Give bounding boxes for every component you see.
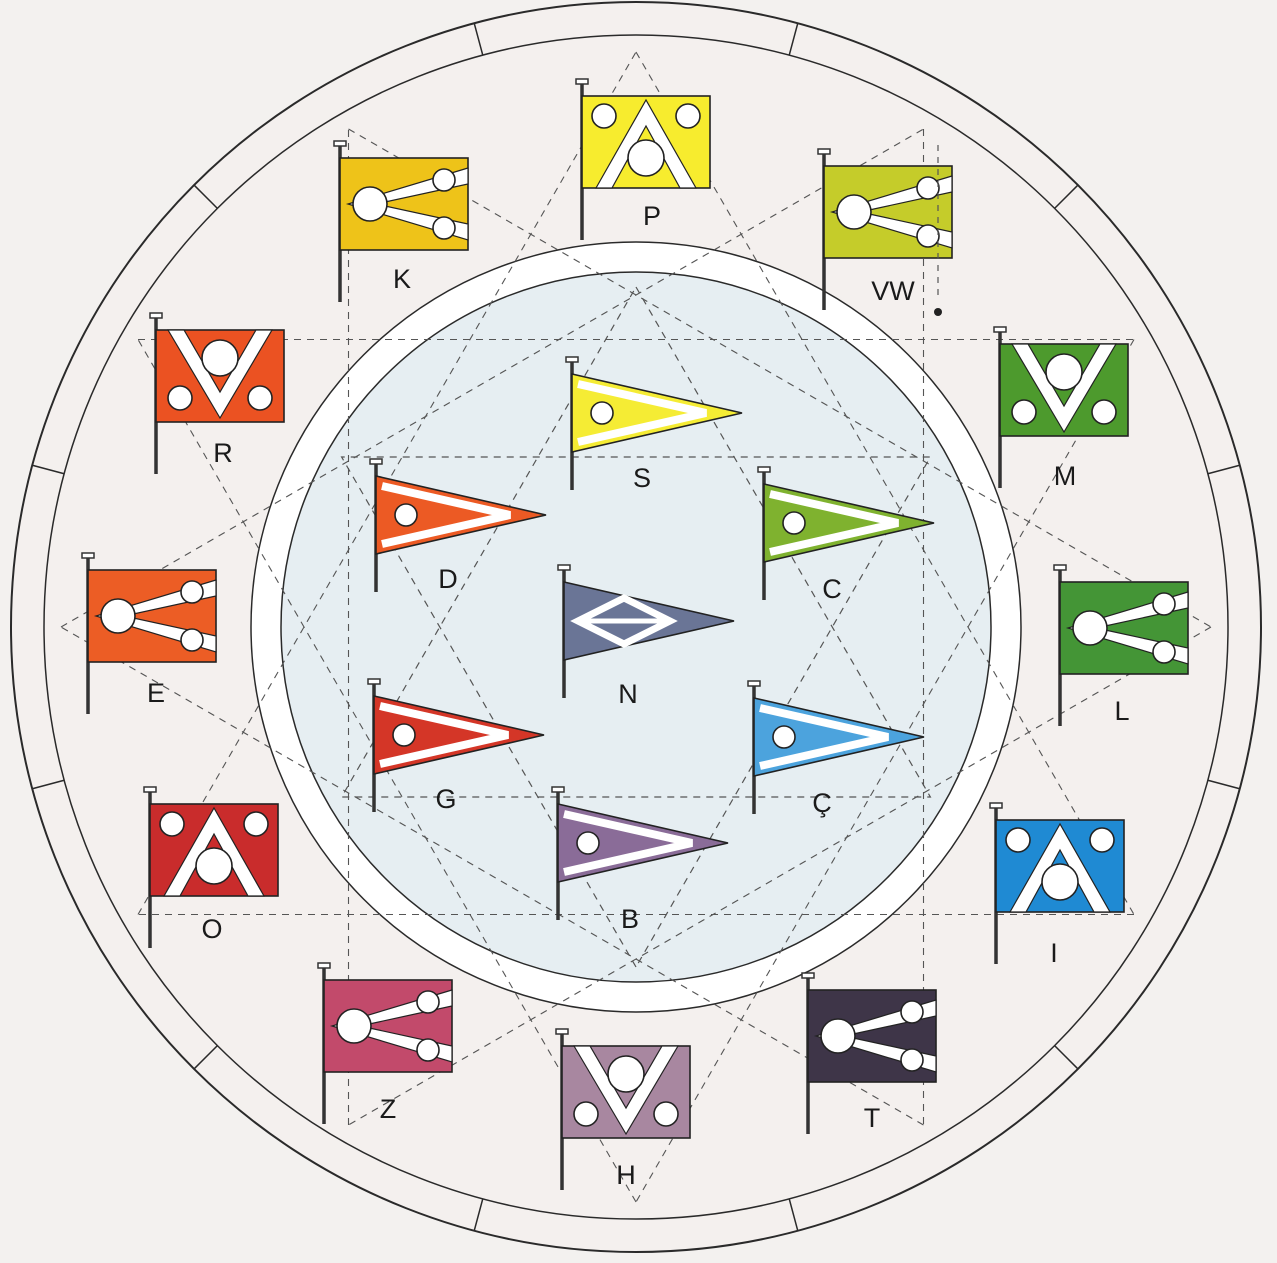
flag-label: P <box>643 201 661 231</box>
flagpole-cap <box>558 565 570 570</box>
flagpole-cap <box>552 787 564 792</box>
circle-emblem <box>1046 354 1082 390</box>
circle-emblem <box>181 629 203 651</box>
flagpole-cap <box>758 467 770 472</box>
circle-emblem <box>244 812 268 836</box>
circle-emblem <box>417 1039 439 1061</box>
flag-label: B <box>621 904 639 934</box>
circle-emblem <box>821 1019 855 1053</box>
circle-emblem <box>574 1102 598 1126</box>
circle-emblem <box>101 599 135 633</box>
circle-emblem <box>1073 611 1107 645</box>
flag-label: D <box>438 564 458 594</box>
circle-emblem <box>901 1001 923 1023</box>
circle-emblem <box>591 402 613 424</box>
circle-emblem <box>654 1102 678 1126</box>
circle-emblem <box>917 177 939 199</box>
circle-emblem <box>1090 828 1114 852</box>
circle-emblem <box>1153 641 1175 663</box>
circle-emblem <box>901 1049 923 1071</box>
circle-emblem <box>783 512 805 534</box>
flagpole-cap <box>576 79 588 84</box>
vw-marker-dot <box>934 308 942 316</box>
circle-emblem <box>181 581 203 603</box>
circle-emblem <box>417 991 439 1013</box>
circle-emblem <box>248 386 272 410</box>
circle-emblem <box>837 195 871 229</box>
flagpole-cap <box>370 459 382 464</box>
circle-emblem <box>393 724 415 746</box>
flag-label: C <box>822 574 842 604</box>
flag-label: L <box>1114 696 1129 726</box>
circle-emblem <box>608 1056 644 1092</box>
circle-emblem <box>1153 593 1175 615</box>
flagpole-cap <box>566 357 578 362</box>
circle-emblem <box>353 187 387 221</box>
circle-emblem <box>160 812 184 836</box>
flag-label: G <box>435 784 456 814</box>
flag-label: I <box>1050 938 1058 968</box>
flagpole-cap <box>82 553 94 558</box>
circle-emblem <box>917 225 939 247</box>
flagpole-cap <box>818 149 830 154</box>
flagpole-cap <box>334 141 346 146</box>
flag-label: E <box>147 678 165 708</box>
circle-emblem <box>433 169 455 191</box>
circle-emblem <box>1042 864 1078 900</box>
circle-emblem <box>1012 400 1036 424</box>
flagpole-cap <box>150 313 162 318</box>
flag-label: Z <box>380 1094 397 1124</box>
flagpole-cap <box>318 963 330 968</box>
flagpole-cap <box>802 973 814 978</box>
circle-emblem <box>433 217 455 239</box>
circle-emblem <box>628 140 664 176</box>
circle-emblem <box>577 832 599 854</box>
circle-emblem <box>196 848 232 884</box>
flag-label: K <box>393 264 411 294</box>
flag-label: VW <box>871 276 915 306</box>
flagpole-cap <box>144 787 156 792</box>
flag-label: S <box>633 463 651 493</box>
flag-label: N <box>618 679 638 709</box>
circle-emblem <box>202 340 238 376</box>
flagpole-cap <box>1054 565 1066 570</box>
circle-emblem <box>1006 828 1030 852</box>
flag-label: H <box>616 1160 636 1190</box>
flag-label: T <box>864 1103 881 1133</box>
flag-label: R <box>213 438 233 468</box>
flag-label: Ç <box>812 788 832 818</box>
flagpole-cap <box>556 1029 568 1034</box>
circle-emblem <box>1092 400 1116 424</box>
circle-emblem <box>676 104 700 128</box>
circle-emblem <box>395 504 417 526</box>
flagpole-cap <box>368 679 380 684</box>
flagpole-cap <box>990 803 1002 808</box>
circle-emblem <box>773 726 795 748</box>
flagpole-cap <box>994 327 1006 332</box>
flag-label: O <box>201 914 222 944</box>
circle-emblem <box>592 104 616 128</box>
flagpole-cap <box>748 681 760 686</box>
flag-label: M <box>1054 461 1077 491</box>
circle-emblem <box>168 386 192 410</box>
circle-emblem <box>337 1009 371 1043</box>
